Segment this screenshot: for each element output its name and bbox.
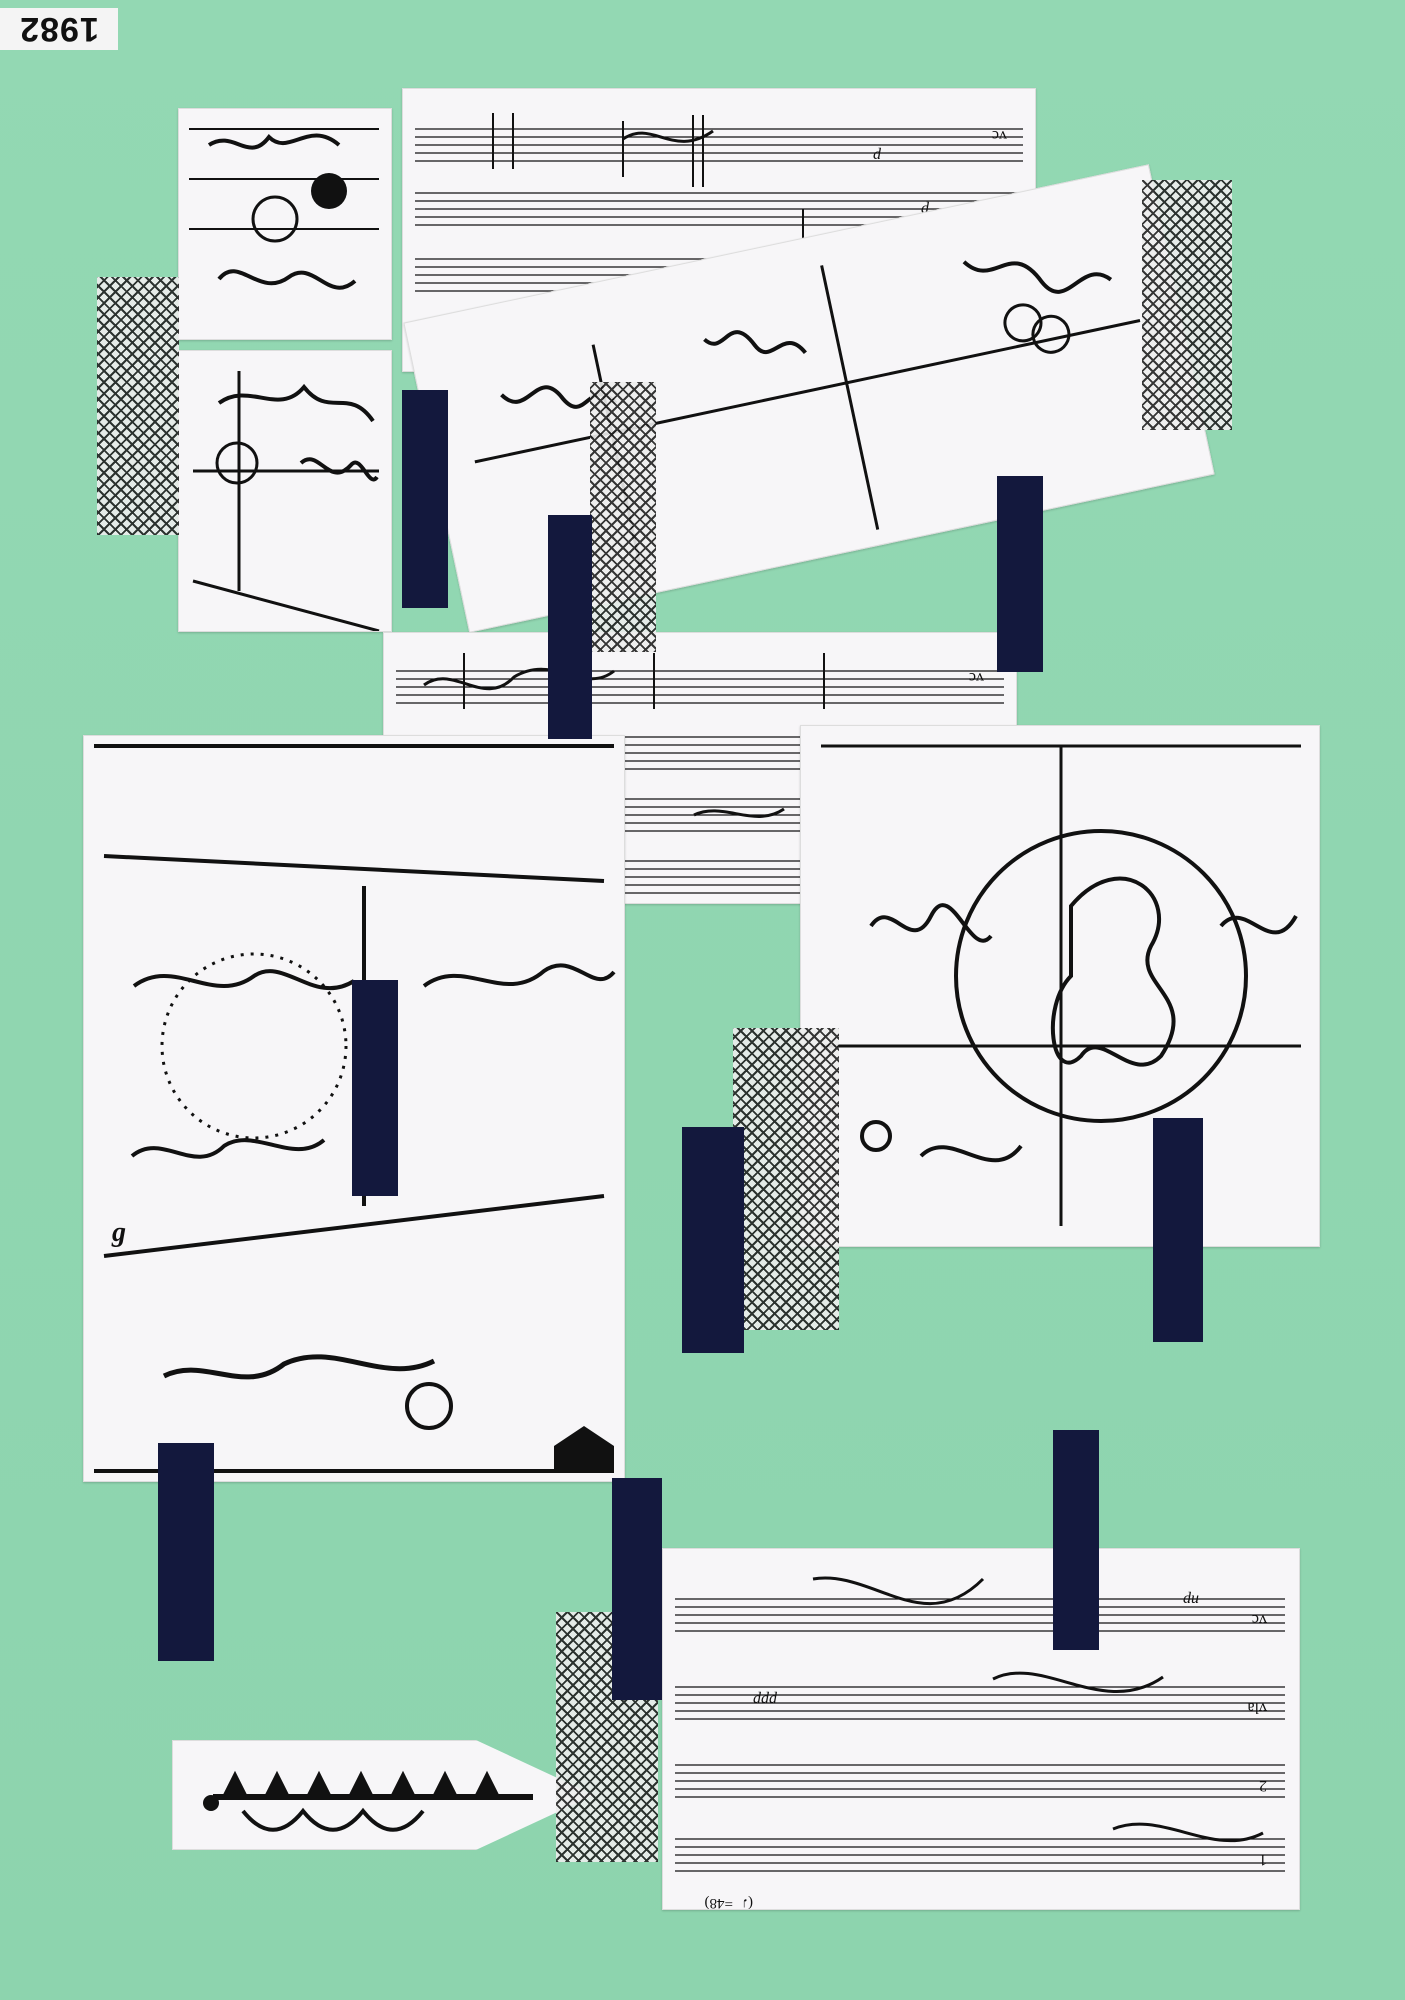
score-marking-g: g (111, 1217, 126, 1248)
navy-tape-center (682, 1127, 744, 1353)
staff-notation-drawing: ddd du (♩=48) vc vla 2 1 (675, 1576, 1285, 1909)
score-sheet-bottom: ddd du (♩=48) vc vla 2 1 (662, 1548, 1300, 1910)
navy-tape-top-center (548, 515, 592, 739)
svg-text:vc: vc (1252, 1611, 1267, 1628)
tempo-marking: (♩=48) (705, 1895, 753, 1909)
pattern-strip-top-center (590, 382, 656, 652)
graphic-score-drawing (192, 371, 380, 631)
graphic-score-drawing (821, 744, 1301, 1226)
graphic-score-drawing (189, 128, 379, 290)
navy-tape-top-left (402, 390, 448, 608)
svg-text:1: 1 (1259, 1851, 1267, 1868)
pattern-strip-left (97, 277, 179, 535)
navy-tape-top-right (997, 476, 1043, 672)
navy-tape-middle-left (352, 980, 398, 1196)
score-marking-du: du (1183, 1590, 1199, 1607)
year-label: 1982 (0, 8, 118, 50)
score-sheet-right-middle (800, 725, 1320, 1247)
svg-text:vla: vla (1247, 1699, 1267, 1716)
svg-text:2: 2 (1259, 1777, 1267, 1794)
navy-tape-lower-left (158, 1443, 214, 1661)
staff-label-vc: vc (992, 127, 1007, 144)
navy-tape-lower-right (1053, 1430, 1099, 1650)
score-sheet-left-middle (178, 350, 392, 632)
svg-text:d: d (921, 200, 930, 217)
pattern-strip-center (733, 1028, 839, 1330)
score-marking-ddd: ddd (753, 1690, 778, 1707)
score-sheet-bottom-left-strip (172, 1740, 594, 1850)
navy-tape-right (1153, 1118, 1203, 1342)
navy-tape-lower-center (612, 1478, 662, 1700)
score-sheet-top-left (178, 108, 392, 340)
pattern-strip-top-right (1142, 180, 1232, 430)
svg-text:vc: vc (969, 669, 984, 686)
toothed-wave-drawing (203, 1770, 533, 1832)
svg-text:d: d (873, 146, 882, 163)
